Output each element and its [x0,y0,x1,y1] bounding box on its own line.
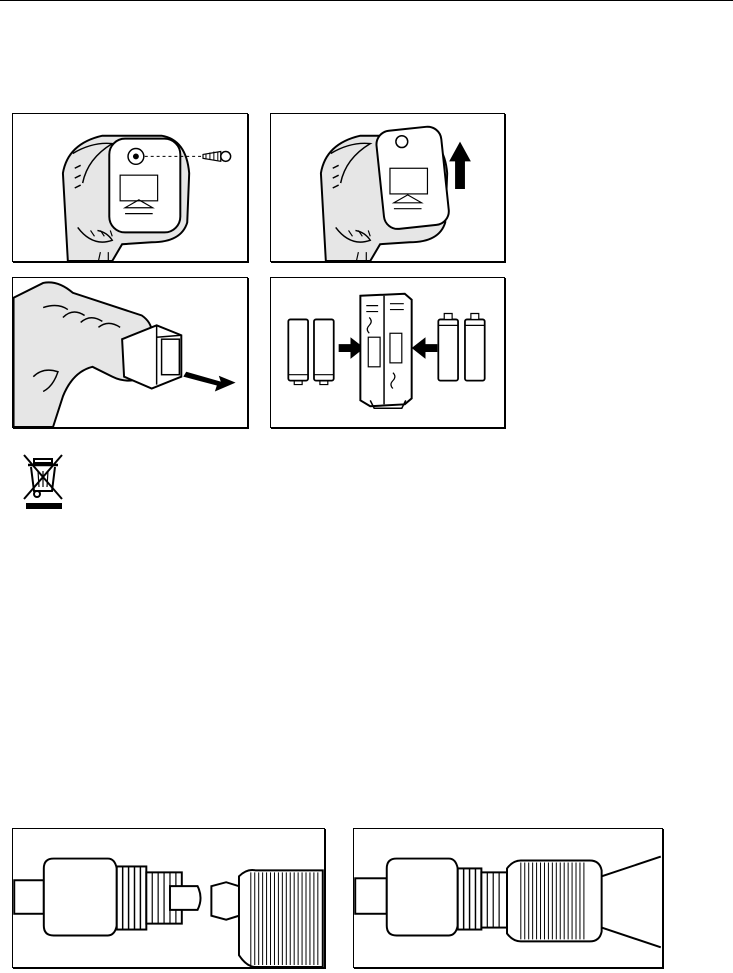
holder-pull-illustration [13,278,247,427]
cover-lift-illustration [271,114,504,261]
connectors-apart-illustration [13,829,324,967]
figure-lift-cover [270,113,505,262]
battery-insert-illustration [271,278,504,427]
battery-holder [360,294,411,408]
crossed-out-wheelie-bin-icon [20,453,66,511]
battery-right-1 [438,314,458,381]
figure-open-cover-screw [12,113,248,262]
header-rule [0,0,733,1]
device-back-illustration [13,114,247,261]
figure-cable-connectors-apart [12,828,325,968]
figure-insert-batteries [270,277,505,428]
battery-left-2 [314,319,334,384]
battery-left-1 [288,319,308,384]
figure-cable-connectors-joined [353,828,663,968]
figure-pull-battery-holder [12,277,248,428]
connectors-joined-illustration [354,829,662,967]
battery-right-2 [465,314,485,381]
